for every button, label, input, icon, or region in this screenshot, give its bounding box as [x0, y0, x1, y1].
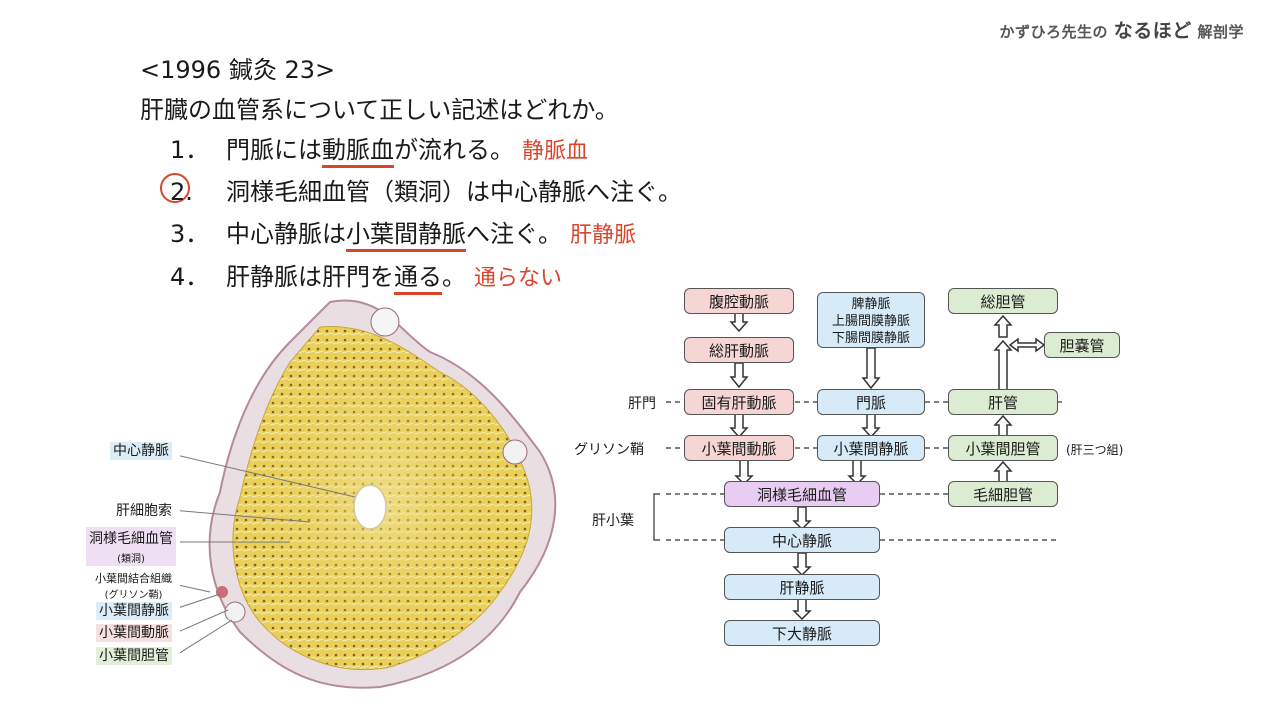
option-number: 2.	[170, 178, 193, 206]
option-text: 門脈には	[226, 136, 322, 164]
option-underlined: 小葉間静脈	[346, 220, 466, 252]
box-common-hepatic-artery: 総肝動脈	[684, 337, 794, 363]
box-sinusoid: 洞様毛細血管	[724, 481, 880, 507]
row-label-glisson: グリソン鞘	[574, 442, 644, 458]
box-interlobular-artery: 小葉間動脈	[684, 435, 794, 461]
label-interlobular-artery: 小葉間動脈	[96, 622, 172, 642]
label-sinusoid: 洞様毛細血管 (類洞)	[86, 527, 176, 566]
option-number: 1．	[170, 136, 210, 164]
box-celiac-artery: 腹腔動脈	[684, 288, 794, 314]
option-underlined: 通る	[394, 263, 442, 295]
option-text: 肝静脈は肝門を	[226, 263, 394, 291]
label-interlobular-vein: 小葉間静脈	[96, 600, 172, 620]
label-central-vein: 中心静脈	[110, 440, 172, 460]
box-bile-capillary: 毛細胆管	[948, 481, 1058, 507]
box-central-vein: 中心静脈	[724, 527, 880, 553]
row-label-hilum: 肝門	[628, 396, 656, 412]
option-2: 2. 洞様毛細血管（類洞）は中心静脈へ注ぐ。	[170, 172, 682, 207]
box-cystic-duct: 胆嚢管	[1044, 332, 1120, 358]
question-source: <1996 鍼灸 23>	[140, 56, 336, 84]
option-correction: 肝静脈	[570, 223, 637, 248]
box-interlobular-vein: 小葉間静脈	[817, 435, 925, 461]
box-hepatic-vein: 肝静脈	[724, 574, 880, 600]
brand-suffix: 解剖学	[1197, 23, 1244, 41]
box-hepatic-duct: 肝管	[948, 389, 1058, 415]
liver-lobule-histology-image	[180, 299, 557, 689]
box-portal-sources: 脾静脈 上腸間膜静脈 下腸間膜静脈	[817, 292, 925, 348]
box-portal-vein: 門脈	[817, 389, 925, 415]
label-interlobular-ct: 小葉間結合組織 (グリソン鞘)	[95, 572, 172, 601]
option-correction: 通らない	[474, 266, 563, 291]
option-underlined: 動脈血	[322, 136, 394, 168]
label-interlobular-bile-duct: 小葉間胆管	[96, 645, 172, 665]
option-3: 3． 中心静脈は小葉間静脈へ注ぐ。肝静脈	[170, 214, 637, 252]
row-label-triad: (肝三つ組)	[1066, 443, 1124, 457]
option-number: 3．	[170, 220, 210, 248]
option-4: 4． 肝静脈は肝門を通る。通らない	[170, 257, 563, 295]
option-text-post: へ注ぐ。	[466, 220, 562, 248]
option-text-post: が流れる。	[394, 136, 514, 164]
box-inferior-vena-cava: 下大静脈	[724, 620, 880, 646]
option-text: 洞様毛細血管（類洞）は中心静脈へ注ぐ。	[226, 178, 682, 206]
brand-main: なるほど	[1113, 20, 1192, 42]
question-text: 肝臓の血管系について正しい記述はどれか。	[140, 96, 619, 124]
option-1: 1． 門脈には動脈血が流れる。静脈血	[170, 130, 589, 168]
brand-logo: かずひろ先生の なるほど 解剖学	[999, 16, 1244, 43]
option-number: 4．	[170, 263, 210, 291]
box-interlobular-bile-duct: 小葉間胆管	[948, 435, 1058, 461]
box-common-bile-duct: 総胆管	[948, 288, 1058, 314]
row-label-lobule: 肝小葉	[592, 513, 634, 529]
box-proper-hepatic-artery: 固有肝動脈	[684, 389, 794, 415]
correct-answer-circle	[160, 173, 190, 203]
label-hepatocyte-cords: 肝細胞索	[116, 503, 172, 519]
option-text-post: 。	[442, 263, 466, 291]
option-correction: 静脈血	[522, 139, 589, 164]
option-text: 中心静脈は	[226, 220, 346, 248]
brand-prefix: かずひろ先生の	[999, 23, 1108, 41]
